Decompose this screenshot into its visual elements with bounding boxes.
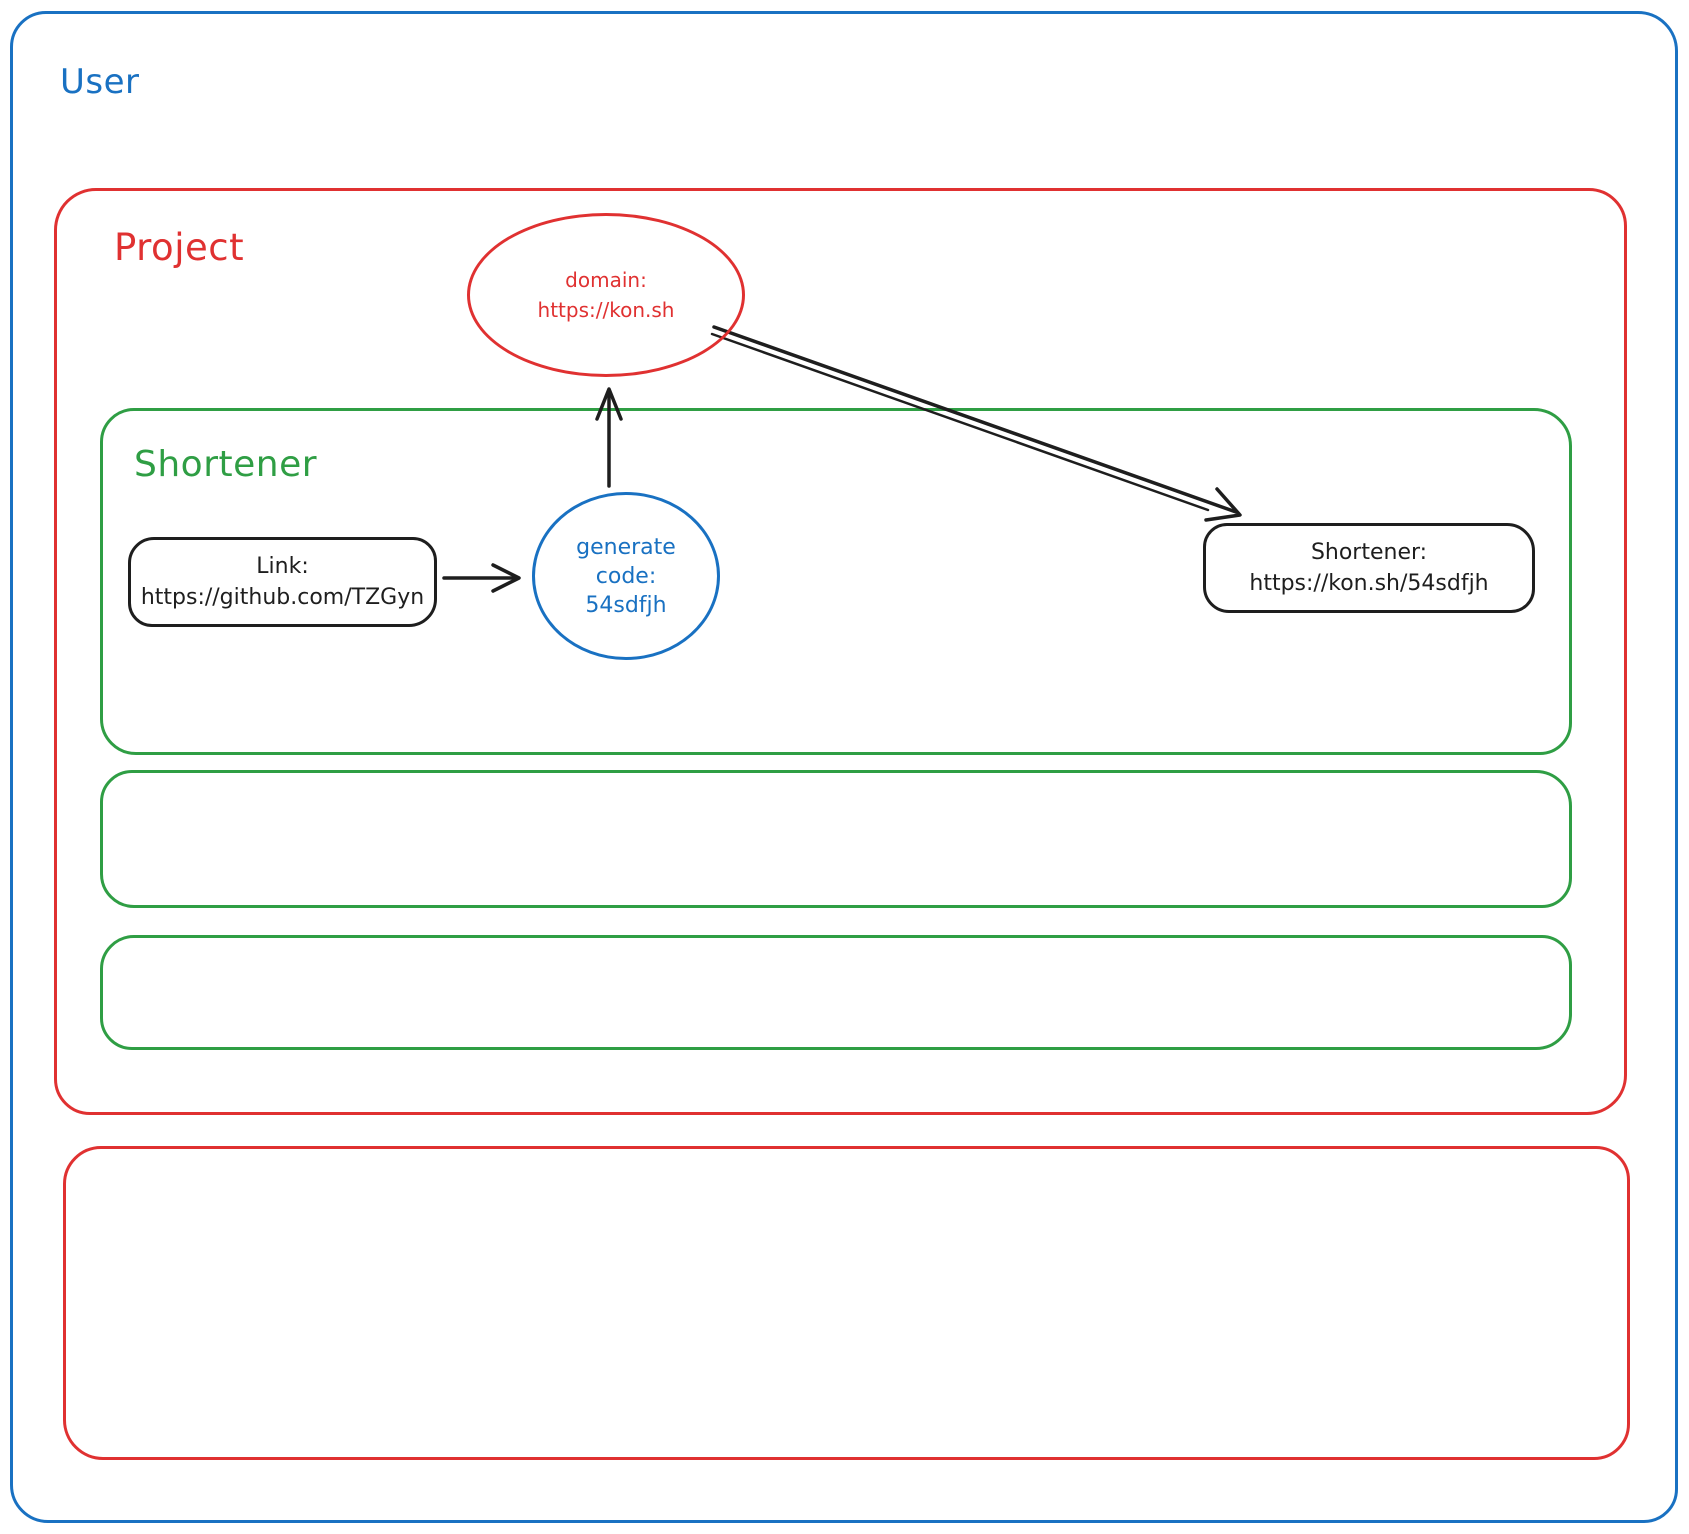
project-container-label: Project — [114, 226, 245, 269]
domain-node-title: domain: — [565, 268, 647, 292]
generate-code-line-2: code: — [595, 563, 657, 589]
domain-node-url: https://kon.sh — [537, 298, 675, 322]
shortened-url-node: Shortener: https://kon.sh/54sdfjh — [1203, 523, 1535, 613]
red-placeholder-box — [63, 1146, 1630, 1460]
generate-code-node: generate code: 54sdfjh — [532, 492, 720, 660]
link-node-title: Link: — [256, 554, 309, 579]
shortened-url-title: Shortener: — [1310, 540, 1428, 565]
generate-code-line-3: 54sdfjh — [585, 592, 667, 618]
green-placeholder-box-2 — [100, 935, 1572, 1050]
green-placeholder-box-1 — [100, 770, 1572, 908]
user-container — [10, 11, 1678, 1523]
domain-node: domain: https://kon.sh — [467, 213, 745, 377]
link-node-url: https://github.com/TZGyn — [140, 585, 425, 610]
link-node: Link: https://github.com/TZGyn — [128, 537, 437, 627]
user-container-label: User — [60, 62, 140, 102]
shortened-url-value: https://kon.sh/54sdfjh — [1249, 571, 1489, 596]
shortener-container-label: Shortener — [134, 444, 318, 485]
generate-code-line-1: generate — [576, 534, 676, 560]
project-container — [54, 188, 1627, 1115]
